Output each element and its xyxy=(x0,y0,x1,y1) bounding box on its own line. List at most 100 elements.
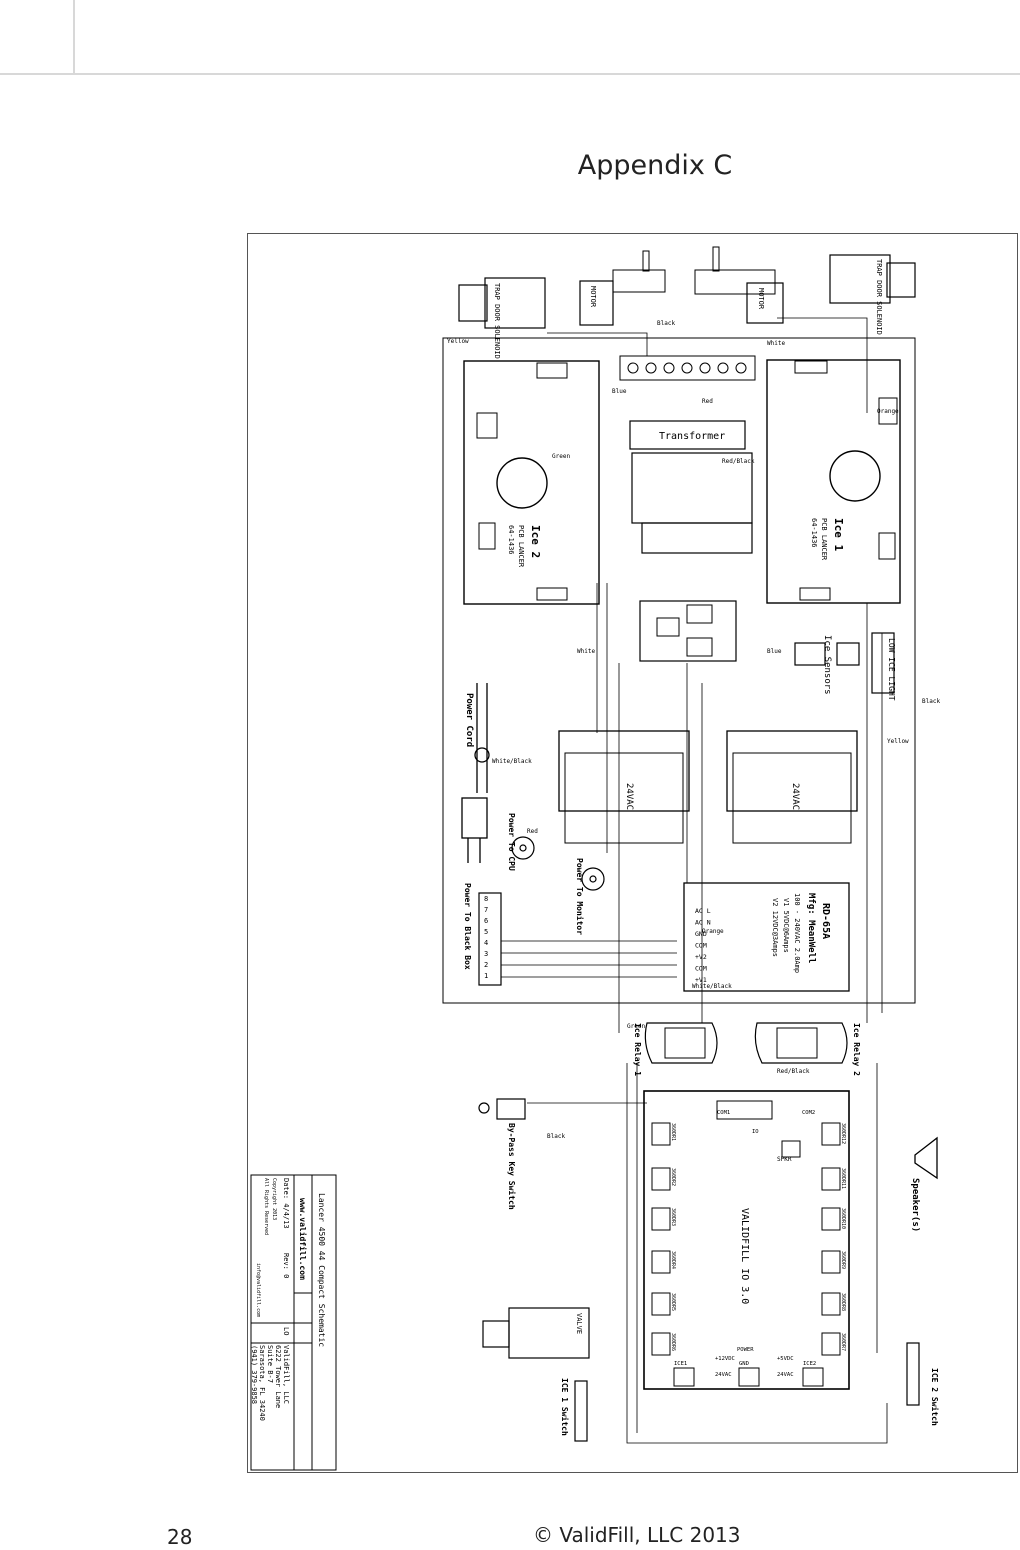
motor-right-label: MOTOR xyxy=(757,288,765,310)
black-box-pin-label: 8 xyxy=(484,895,488,903)
io-port-label: 360DR12 xyxy=(840,1123,846,1144)
motor-right: MOTOR xyxy=(694,246,784,324)
footer-copyright: © ValidFill, LLC 2013 xyxy=(533,1523,741,1547)
black-box-pin-label: 7 xyxy=(484,906,488,914)
io-board-label: COM1 xyxy=(717,1110,730,1116)
speakers-label: Speaker(s) xyxy=(910,1178,920,1232)
io-port-label: 360DR9 xyxy=(840,1251,846,1269)
title-block-rights: All Rights Reserved xyxy=(263,1178,269,1235)
psu-pin-label: COM xyxy=(695,965,707,973)
psu-pin-label: GND xyxy=(695,930,707,938)
power-to-cpu-label: Power To CPU xyxy=(507,813,516,871)
low-ice-light-label: LOW ICE LIGHT xyxy=(887,638,896,701)
ice1-label: Ice 1 xyxy=(832,518,845,551)
black-box-pin-label: 5 xyxy=(484,928,488,936)
ice1-part-label: 64-1436 xyxy=(810,518,818,548)
transformer: Transformer xyxy=(629,420,753,554)
io-board-label: ICE1 xyxy=(674,1361,687,1367)
power-to-monitor-label: Power To Monitor xyxy=(575,858,585,935)
io-port-label: 360DR6 xyxy=(670,1333,676,1351)
io-board-label: POWER xyxy=(737,1347,754,1353)
psu-pin-label: AC L xyxy=(695,907,711,915)
ice2-switch-label: ICE 2 Switch xyxy=(930,1368,940,1426)
bypass-key-switch: By-Pass Key Switch xyxy=(478,1098,526,1210)
ice-sensors: Ice Sensors LOW ICE LIGHT xyxy=(794,632,896,701)
io-board-label: 24VAC xyxy=(715,1372,732,1378)
title-block-email: info@validfill.com xyxy=(255,1263,261,1317)
wire-label: White/Black xyxy=(492,758,532,765)
speaker: Speaker(s) xyxy=(910,1136,938,1232)
ice2-board: Ice 2 PCB LANCER 64-1436 xyxy=(463,360,600,605)
psu-pin-label: +V1 xyxy=(695,976,707,984)
io-board: VALIDFILL IO 3.0 SPKR xyxy=(643,1090,850,1390)
psu-v2-label: V2 12VDC@3Amps xyxy=(771,898,779,957)
ice-sensors-label: Ice Sensors xyxy=(822,635,832,695)
wire-label: Green xyxy=(552,453,570,460)
wire-label: Black xyxy=(547,1133,565,1140)
title-block-company: ValidFill, LLC xyxy=(282,1345,290,1404)
vac-right-label: 24VAC xyxy=(790,783,800,810)
io-port-label: 360DR10 xyxy=(840,1208,846,1229)
terminal-block xyxy=(619,355,756,381)
motor-left: MOTOR xyxy=(579,250,666,326)
io-port-label: 360DR8 xyxy=(840,1293,846,1311)
title-block: Lancer 4500 44 Compact Schematic www.val… xyxy=(250,1174,337,1471)
io-port-label: 360DR3 xyxy=(670,1208,676,1226)
vac-transformer-left: 24VAC xyxy=(558,730,690,844)
wire-label: Blue xyxy=(767,648,782,655)
ice-relay-1: Ice Relay 1 xyxy=(633,1022,718,1076)
wire-label: Red/Black xyxy=(777,1068,810,1075)
wire-label: Orange xyxy=(702,928,724,935)
power-to-black-box-label: Power To Black Box xyxy=(463,883,472,970)
title-block-date: Date: 4/4/13 xyxy=(282,1178,290,1229)
wire-label: Yellow xyxy=(447,338,469,345)
psu: RD-65A Mfg: MeanWell 100 - 240VAC 2.0Amp… xyxy=(683,882,850,992)
title-block-copyright: Copyright 2013 xyxy=(271,1178,277,1220)
io-board-label: 24VAC xyxy=(777,1372,794,1378)
title-block-rev: Rev: 0 xyxy=(282,1253,290,1278)
trap-door-solenoid-left: TRAP DOOR SOLENOID xyxy=(458,277,546,359)
valve: VALVE xyxy=(482,1307,590,1359)
wire-label: Red/Black xyxy=(722,458,755,465)
ice2-switch: ICE 2 Switch xyxy=(906,1342,940,1426)
ice-relay-2-label: Ice Relay 2 xyxy=(852,1023,861,1076)
io-port-label: 360DR1 xyxy=(670,1123,676,1141)
psu-v1-label: V1 5VDC@6Amps xyxy=(782,898,790,953)
io-board-label: ICE2 xyxy=(803,1361,816,1367)
io-board-label: +12VDC xyxy=(715,1356,735,1362)
wire-label: Yellow xyxy=(887,738,909,745)
black-box-pin-label: 6 xyxy=(484,917,488,925)
power-cord: Power Cord xyxy=(461,683,490,863)
bypass-label: By-Pass Key Switch xyxy=(507,1123,517,1210)
wire-label: Red xyxy=(702,398,713,405)
ice2-label: Ice 2 xyxy=(529,525,542,558)
ice1-board: Ice 1 PCB LANCER 64-1436 xyxy=(766,359,901,604)
power-to-monitor: Power To Monitor xyxy=(575,858,605,935)
title-block-address3: Sarasota, FL 34240 xyxy=(258,1345,266,1421)
title-block-website: www.validfill.com xyxy=(298,1198,308,1280)
io-port-label: 360DR11 xyxy=(840,1168,846,1189)
title-block-initials: LO xyxy=(282,1327,290,1335)
io-port-label: 360DR4 xyxy=(670,1251,676,1269)
title-block-address1: 6222 Tower Lane xyxy=(274,1345,282,1408)
ice1-switch: ICE 1 Switch xyxy=(560,1378,588,1442)
schematic-frame xyxy=(247,233,1018,1473)
spkr-label: SPKR xyxy=(777,1156,792,1163)
psu-model-label: RD-65A xyxy=(820,903,831,939)
wire-label: Green xyxy=(627,1023,645,1030)
junction-block xyxy=(639,600,737,662)
ice1-switch-label: ICE 1 Switch xyxy=(560,1378,570,1436)
ice2-pcb-label: PCB LANCER xyxy=(517,525,525,568)
psu-pin-label: AC N xyxy=(695,919,711,927)
wire-label: White xyxy=(577,648,595,655)
wire-label: Black xyxy=(922,698,940,705)
black-box-pin-label: 1 xyxy=(484,972,488,980)
page-number: 28 xyxy=(167,1525,193,1549)
wire-label: Black xyxy=(657,320,675,327)
black-box-pin-label: 3 xyxy=(484,950,488,958)
wire-label: White xyxy=(767,340,785,347)
ice1-pcb-label: PCB LANCER xyxy=(820,518,828,561)
black-box-pin-label: 2 xyxy=(484,961,488,969)
